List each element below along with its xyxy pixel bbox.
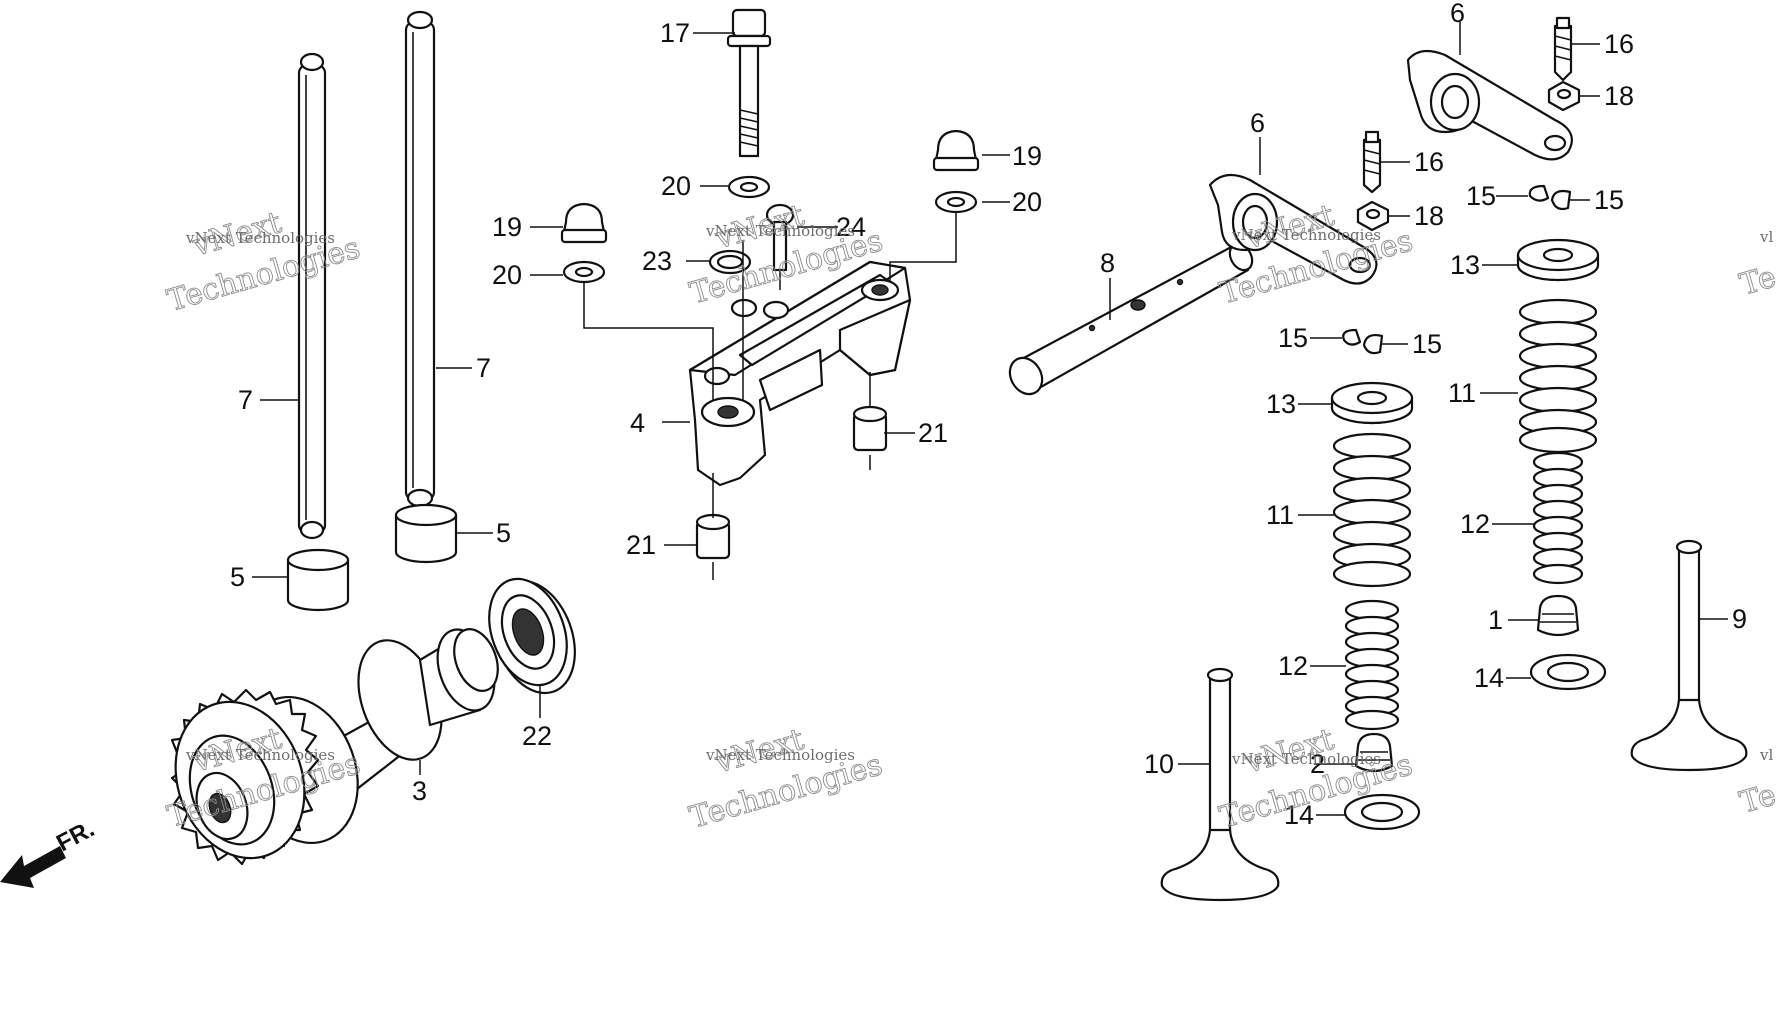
callout-4: 4 [630,408,645,438]
watermark-small: vNext Technologies [185,229,335,247]
callout-6: 6 [1250,108,1265,138]
callout-21: 21 [918,418,948,448]
callout-18: 18 [1414,201,1444,231]
callout-3: 3 [412,776,427,806]
callout-8: 8 [1100,248,1115,278]
callout-15: 15 [1594,185,1624,215]
callout-20: 20 [661,171,691,201]
watermark-edge-small: vl [1759,228,1773,246]
rocker-arm-shaft [1008,242,1254,396]
ball-bearing [488,577,576,695]
stem-seal-upper [1536,594,1580,637]
exhaust-valve [1630,539,1748,772]
watermark-small: vNext Technologies [705,746,855,764]
outer-spring-lower [1332,432,1412,588]
callout-15: 15 [1278,323,1308,353]
callout-13: 13 [1266,389,1296,419]
rocker-arm-lower [1208,173,1378,285]
washer-20-center [727,175,771,199]
callout-18: 18 [1604,81,1634,111]
cap-nut-right [932,129,980,172]
spring-retainer-lower [1330,381,1414,425]
callout-13: 13 [1450,250,1480,280]
push-rod-left [297,52,327,540]
lock-nut-upper [1547,80,1581,112]
callout-22: 22 [522,721,552,751]
lock-nut-lower [1356,200,1390,232]
o-ring-23 [708,249,752,275]
callout-7: 7 [238,385,253,415]
rocker-arm-upper [1406,49,1573,161]
callout-14: 14 [1474,663,1504,693]
callout-19: 19 [492,212,522,242]
spring-retainer-upper [1516,238,1600,282]
callout-19: 19 [1012,141,1042,171]
leader-lines [252,22,1728,816]
front-direction-indicator: FR. [0,815,99,888]
spring-seat-upper [1529,653,1607,691]
inner-spring-lower [1344,599,1400,731]
callout-1: 1 [1488,605,1503,635]
push-rod-right [404,10,436,508]
watermark-small: vNext Technologies [705,222,855,240]
callout-14: 14 [1284,800,1314,830]
intake-valve [1160,667,1280,902]
watermark-bottom-center: vNext Technologies [685,722,886,837]
watermark-edge-large: Te [1736,259,1780,302]
tappet-right [394,503,458,564]
washer-20-left [562,260,606,284]
outer-spring-upper [1518,298,1598,454]
callout-16: 16 [1604,29,1634,59]
callout-20: 20 [1012,187,1042,217]
flange-bolt [726,8,772,158]
callout-11: 11 [1448,378,1476,408]
adjusting-screw-upper [1553,16,1573,82]
camshaft [170,628,499,866]
stem-seal-lower [1354,732,1394,773]
washer-20-right [934,190,978,214]
callout-6: 6 [1450,0,1465,28]
spring-seat-lower [1343,793,1421,831]
tappet-left [286,548,350,612]
callout-17: 17 [660,18,690,48]
callout-20: 20 [492,260,522,290]
adjusting-screw-lower [1362,130,1382,194]
valve-cotters-upper [1528,184,1572,211]
callout-12: 12 [1278,651,1308,681]
watermark-small: vNext Technologies [185,746,335,764]
watermark-edge-small: vl [1759,746,1773,764]
callout-2: 2 [1310,749,1325,779]
callout-16: 16 [1414,147,1444,177]
watermark-edge-large: Te [1736,777,1780,820]
watermark-small: vNext Technologies [1231,226,1381,244]
watermark-top-left: vNext Technologies [163,205,364,320]
inner-spring-upper [1532,451,1584,585]
cap-nut-left [560,202,608,244]
dowel-bolt-24 [765,203,795,272]
callout-24: 24 [836,212,866,242]
callout-11: 11 [1266,500,1294,530]
callout-10: 10 [1144,749,1174,779]
callout-5: 5 [496,518,511,548]
valve-cotters-lower [1342,328,1384,355]
callout-9: 9 [1732,604,1747,634]
callout-23: 23 [642,246,672,276]
watermark-small: vNext Technologies [1231,750,1381,768]
callout-15: 15 [1412,329,1442,359]
callout-15: 15 [1466,181,1496,211]
callout-12: 12 [1460,509,1490,539]
callout-5: 5 [230,562,245,592]
callout-7: 7 [476,353,491,383]
dowel-pin-right [852,405,888,452]
dowel-pin-lower [695,513,731,560]
callout-numbers: 17 20 19 20 23 24 19 20 4 21 21 7 7 5 5 … [230,0,1747,830]
front-arrow-icon [0,846,66,888]
callout-21: 21 [626,530,656,560]
